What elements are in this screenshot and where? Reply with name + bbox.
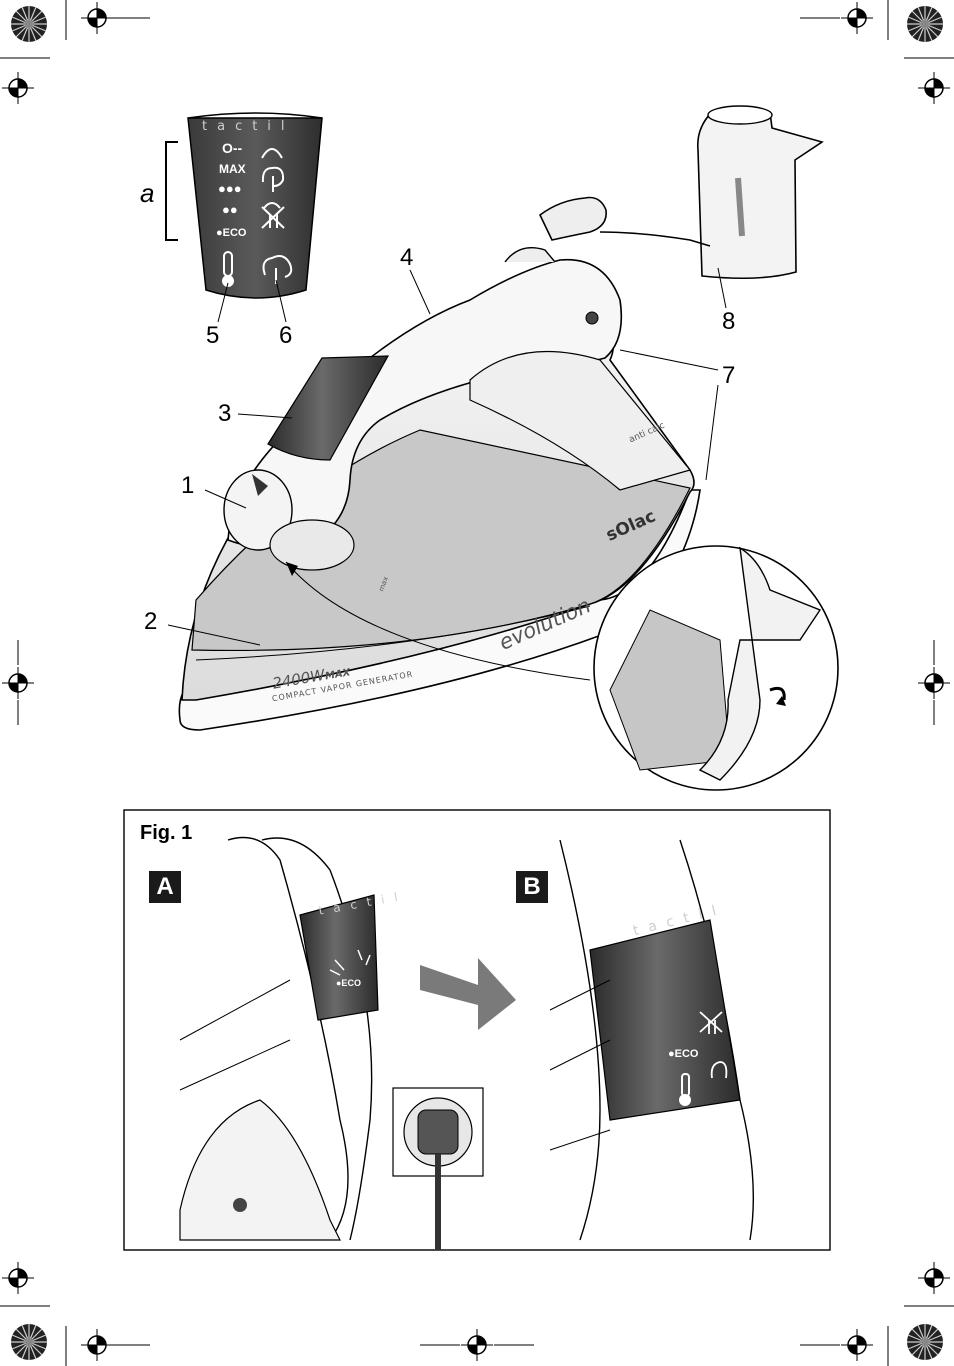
color-wheel-icon [906, 1323, 944, 1361]
cap-removal-inset [593, 545, 839, 791]
steam-burst-icon [261, 166, 285, 192]
registration-mark-icon [917, 666, 951, 700]
callout-6: 6 [279, 322, 293, 349]
steam-cloud-icon [710, 1061, 728, 1079]
power-plug-icon [392, 1087, 484, 1250]
bracket-label: a [140, 178, 155, 208]
panel-b-label: B [516, 871, 548, 903]
anti-calc-icon [699, 1011, 723, 1034]
registration-mark-icon [917, 1261, 951, 1295]
callout-5: 5 [206, 322, 220, 349]
registration-mark-icon [460, 1328, 494, 1362]
registration-mark-icon [840, 1, 874, 35]
arrow-right-icon [420, 958, 516, 1030]
dots-two: ●● [222, 202, 238, 217]
callout-8: 8 [722, 308, 736, 335]
eco-label-a: ●ECO [336, 978, 361, 988]
thermometer-icon [222, 251, 234, 287]
color-wheel-icon [906, 5, 944, 43]
registration-mark-icon [917, 71, 951, 105]
anti-calc-icon [261, 202, 285, 229]
registration-mark-icon [840, 1328, 874, 1362]
registration-mark-icon [1, 666, 35, 700]
registration-mark-icon [80, 1, 114, 35]
callout-3: 3 [218, 400, 232, 427]
thermometer-icon [679, 1073, 691, 1106]
callout-4: 4 [400, 244, 414, 271]
color-wheel-icon [10, 5, 48, 43]
max-label: MAX [219, 162, 246, 176]
water-jug-illustration [696, 105, 824, 309]
eco-label: ●ECO [216, 227, 247, 239]
steam-cloud-icon [261, 148, 283, 159]
color-wheel-icon [10, 1323, 48, 1361]
eco-label-b: ●ECO [668, 1048, 699, 1060]
steam-iron-illustration [167, 196, 719, 731]
registration-mark-icon [80, 1328, 114, 1362]
key-icon: O‑‑ [222, 140, 243, 156]
callout-1: 1 [181, 472, 195, 499]
panel-a-label: A [149, 871, 181, 903]
figure-title: Fig. 1 [140, 822, 193, 844]
control-panel-detail [165, 112, 323, 323]
callout-2: 2 [144, 608, 158, 635]
registration-mark-icon [1, 1261, 35, 1295]
callout-7: 7 [722, 362, 736, 389]
steam-burst-icon [329, 949, 371, 976]
registration-mark-icon [1, 71, 35, 105]
panel-brand-text: tactil [202, 119, 295, 134]
figure-1-frame [123, 809, 831, 1251]
dots-three: ●●● [218, 181, 242, 196]
